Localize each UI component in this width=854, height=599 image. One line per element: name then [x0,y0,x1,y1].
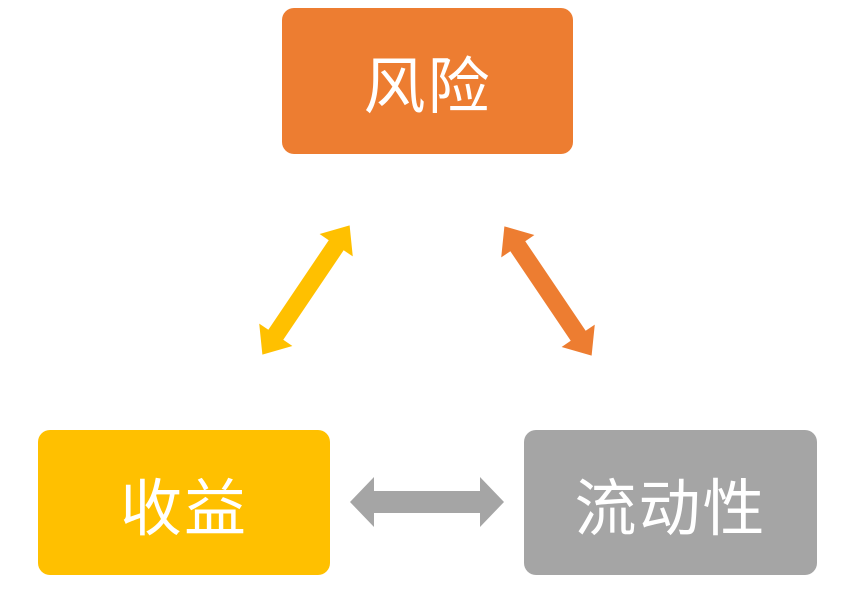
return-liquidity-arrow [350,477,504,527]
risk-node: 风险 [282,8,573,154]
return-risk-arrow [259,225,353,355]
return-node: 收益 [38,430,330,575]
risk-liquidity-arrow [501,226,595,356]
liquidity-node: 流动性 [524,430,817,575]
